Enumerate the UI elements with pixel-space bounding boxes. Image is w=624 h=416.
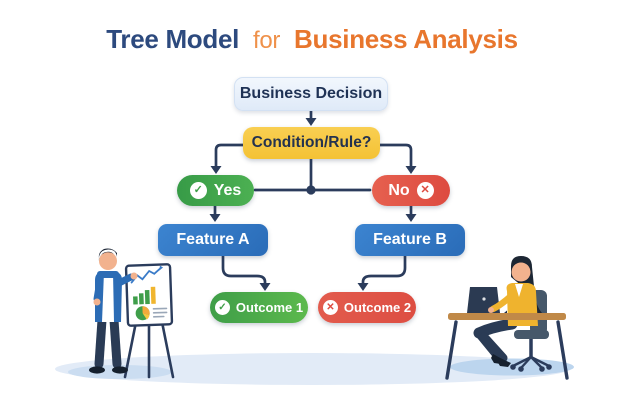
- node-business-decision: Business Decision: [234, 77, 388, 111]
- arrowheads: [209, 118, 417, 291]
- title-for: for: [253, 27, 281, 54]
- title-business-analysis: Business Analysis: [294, 24, 518, 54]
- connector-condition-no: [378, 143, 413, 169]
- man-figure: [89, 248, 138, 374]
- connector-feature-a-outcome-1: [221, 254, 267, 286]
- check-circle-icon: ✓: [214, 300, 230, 315]
- title-tree-model: Tree Model: [106, 24, 240, 54]
- node-yes-label: Yes: [213, 181, 242, 199]
- x-circle-icon: ✕: [322, 300, 338, 315]
- man-presenting-illustration: [89, 248, 175, 379]
- node-no-label: No: [388, 181, 410, 199]
- junction-dot: [306, 185, 316, 195]
- connector-feature-b-outcome-2: [361, 254, 407, 286]
- node-condition-rule-label: Condition/Rule?: [251, 134, 372, 151]
- page-title: Tree Model for Business Analysis: [0, 24, 624, 56]
- connector-condition-yes: [214, 143, 245, 169]
- desk: [448, 313, 566, 320]
- woman-at-desk-illustration: [445, 256, 569, 380]
- node-feature-a: Feature A: [158, 224, 268, 256]
- node-feature-b: Feature B: [355, 224, 465, 256]
- node-yes: ✓ Yes: [177, 175, 254, 206]
- desk-legs: [445, 320, 569, 380]
- check-circle-icon: ✓: [189, 182, 207, 199]
- node-feature-a-label: Feature A: [176, 231, 250, 248]
- board-text-lines: [152, 307, 168, 318]
- node-business-decision-label: Business Decision: [239, 85, 383, 102]
- node-outcome-2: ✕ Outcome 2: [318, 292, 416, 323]
- mini-bar-chart: [133, 286, 156, 305]
- node-condition-rule: Condition/Rule?: [243, 127, 380, 159]
- x-circle-icon: ✕: [416, 182, 434, 199]
- node-outcome-2-label: Outcome 2: [343, 300, 412, 315]
- ground-shadow: [55, 353, 569, 385]
- node-outcome-1: ✓ Outcome 1: [210, 292, 308, 323]
- node-feature-b-label: Feature B: [373, 231, 447, 248]
- node-outcome-1-label: Outcome 1: [235, 300, 304, 315]
- mini-pie-chart: [135, 306, 150, 321]
- easel-legs: [123, 320, 175, 379]
- node-no: No ✕: [372, 175, 450, 206]
